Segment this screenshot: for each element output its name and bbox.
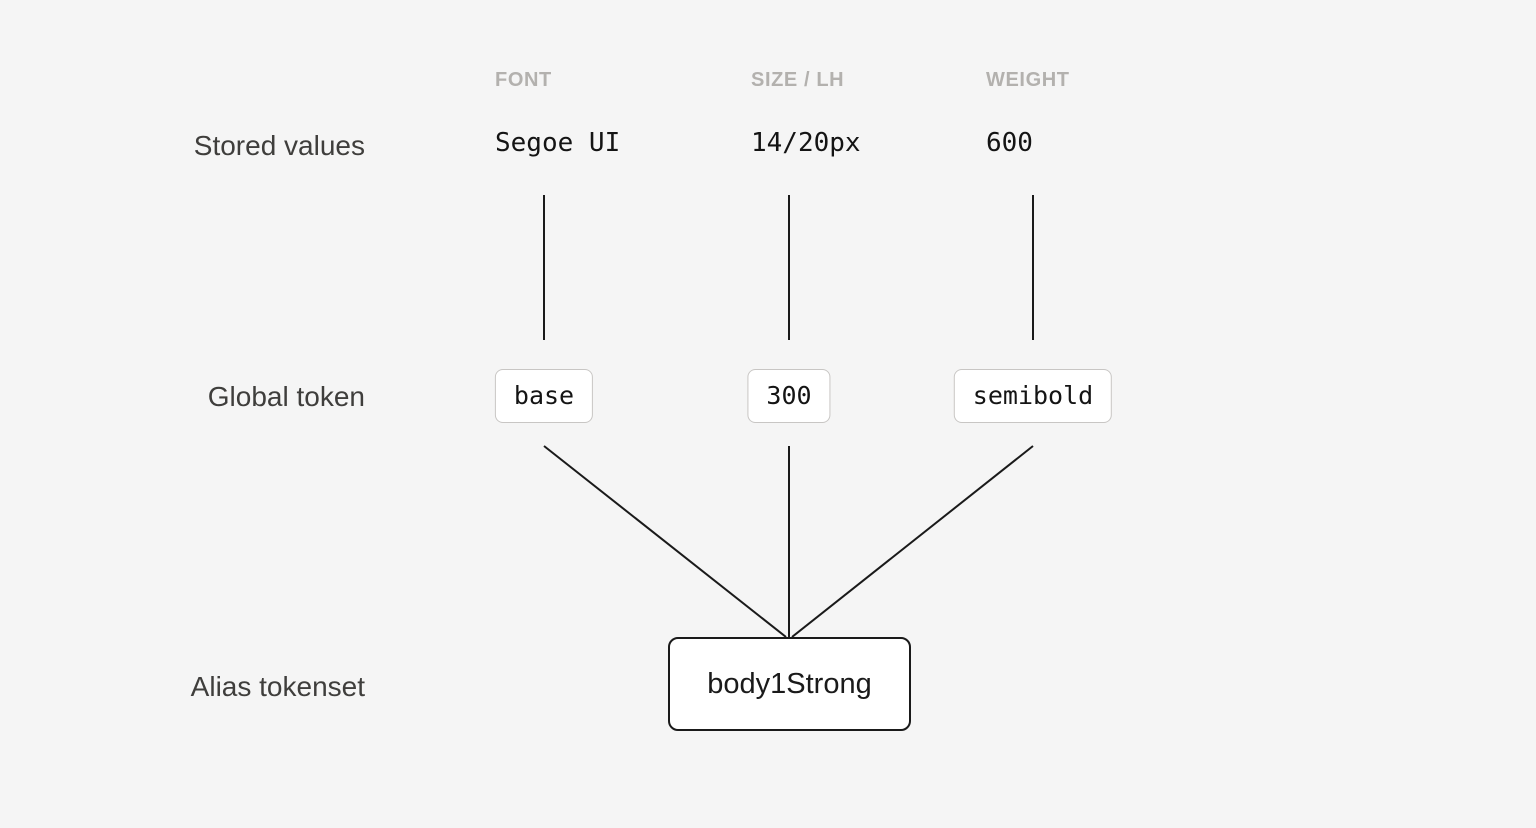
global-token-box-base: base [494, 369, 594, 423]
connector-line-base-to-alias [543, 445, 787, 638]
global-token-box-semibold: semibold [953, 369, 1113, 423]
row-label-stored-values: Stored values [193, 130, 365, 161]
stored-value-size: 14/20px [751, 128, 861, 158]
row-label-alias-tokenset: Alias tokenset [190, 671, 365, 702]
connector-line-semibold-to-alias [791, 445, 1034, 638]
stored-value-weight: 600 [986, 128, 1033, 158]
column-header-size: SIZE / LH [751, 69, 845, 91]
row-label-global-token: Global token [207, 381, 365, 412]
column-header-weight: WEIGHT [986, 69, 1070, 91]
column-header-font: FONT [495, 69, 552, 91]
global-token-box-300: 300 [747, 369, 831, 423]
stored-value-font: Segoe UI [495, 128, 621, 158]
alias-token-box-body1strong: body1Strong [668, 637, 911, 731]
